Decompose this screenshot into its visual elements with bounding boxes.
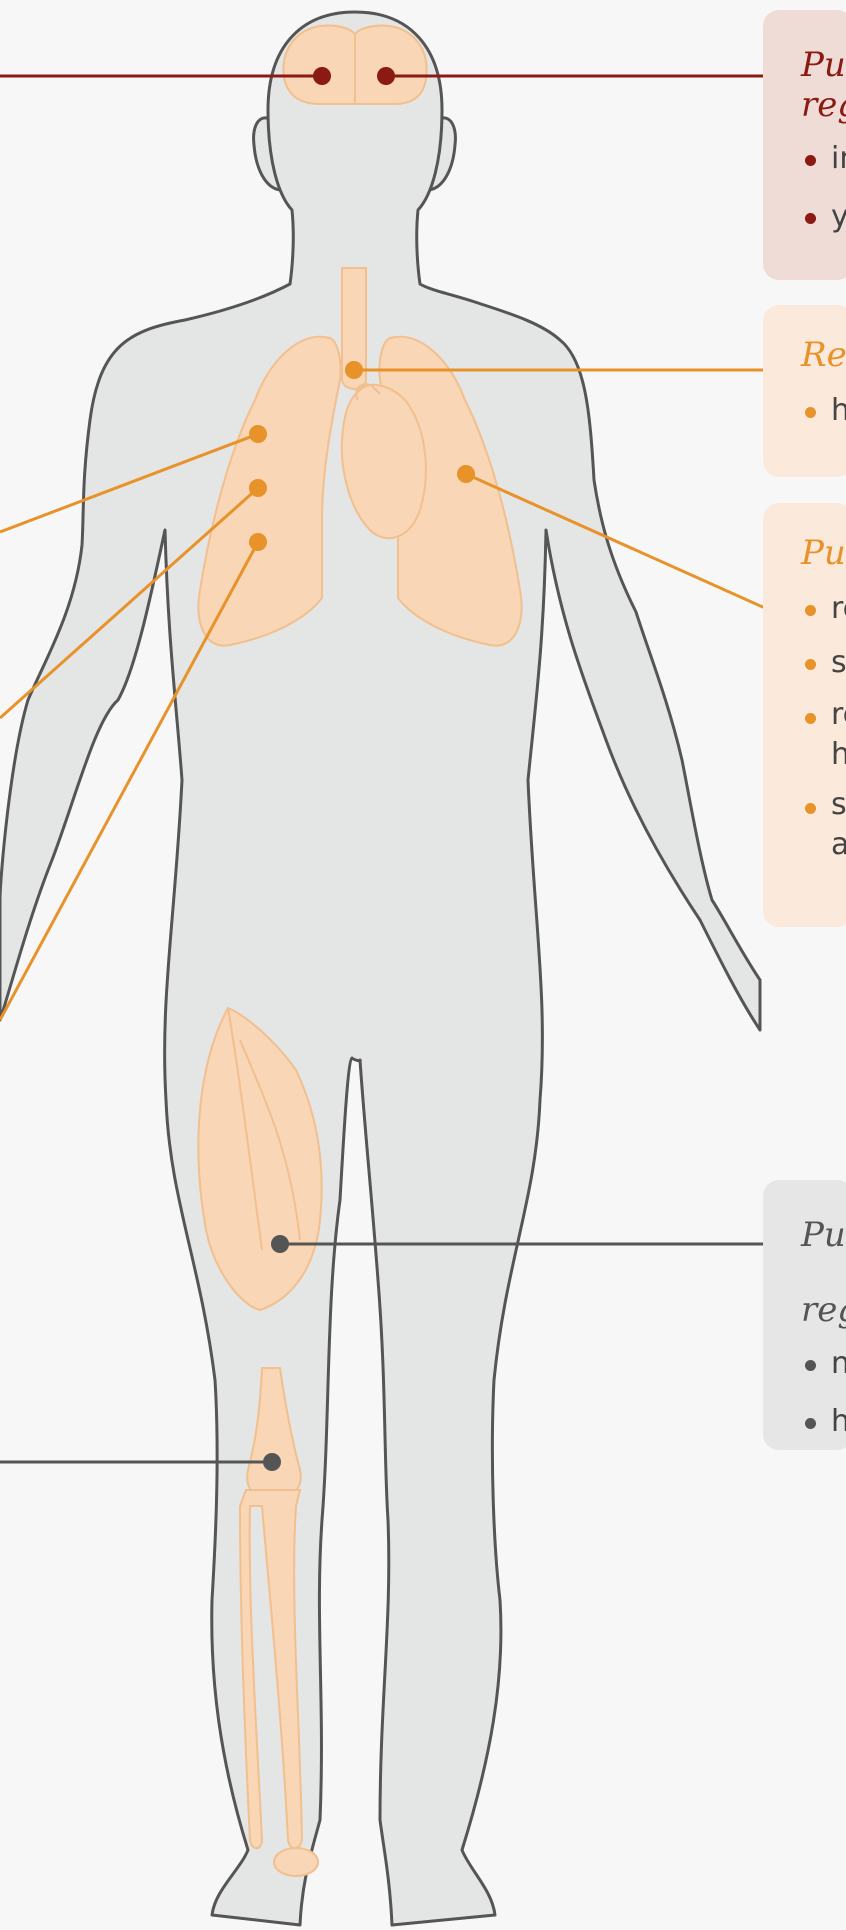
pulmonary-callout-title: Pu (801, 533, 846, 573)
pulmonary-callout-item: s a (801, 785, 846, 865)
musculoskeletal-callout-title-2: reg (801, 1290, 846, 1330)
respiratory-callout-item: h (801, 389, 846, 433)
pulmonary-callout-item: re h (801, 695, 846, 775)
brain-callout: Pu reg in y (763, 10, 846, 280)
pulmonary-callout-item: s (801, 641, 846, 685)
brain-callout-item: in (801, 137, 846, 181)
pulmonary-callout: Pu re s re h s a (763, 503, 846, 927)
brain-callout-title-2: reg (801, 85, 846, 125)
brain-callout-title-1: Pu (801, 45, 846, 85)
pulmonary-callout-item: re (801, 587, 846, 631)
respiratory-callout-title: Re (801, 335, 846, 375)
musculoskeletal-callout-title-1: Pu (801, 1215, 846, 1255)
respiratory-callout: Re h (763, 305, 846, 477)
musculoskeletal-callout: Pu reg n h (763, 1180, 846, 1450)
brain-callout-item: y (801, 195, 846, 239)
musculoskeletal-callout-item: n (801, 1342, 846, 1386)
musculoskeletal-callout-item: h (801, 1400, 846, 1444)
body-outline (0, 12, 760, 1925)
